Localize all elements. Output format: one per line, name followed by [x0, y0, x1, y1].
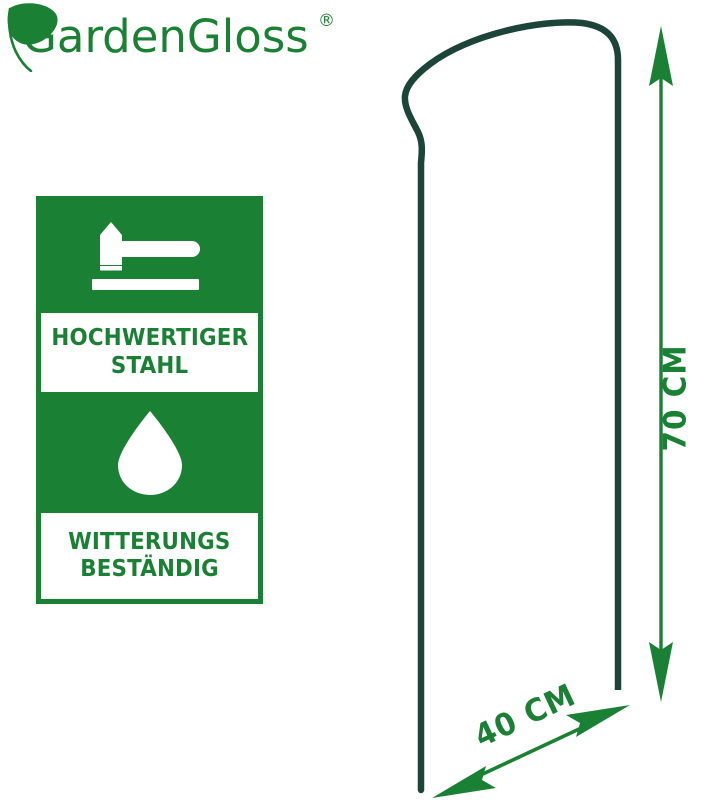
leaf-icon: [7, 3, 58, 72]
height-dimension-arrow: [630, 0, 720, 804]
plant-support-rod: [390, 0, 650, 804]
feature-weather-line1: WITTERUNGS: [68, 528, 231, 555]
feature-weather-line2: BESTÄNDIG: [80, 556, 219, 582]
feature-steel-line1: HOCHWERTIGER: [51, 325, 248, 352]
brand-logo: GardenGloss ®: [0, 0, 350, 72]
feature-label-steel: HOCHWERTIGER STAHL: [41, 313, 258, 392]
feature-label-weather: WITTERUNGS BESTÄNDIG: [41, 513, 258, 599]
feature-steel-line2: STAHL: [110, 352, 189, 379]
hammer-icon: [36, 196, 263, 313]
feature-badge-panel: HOCHWERTIGER STAHL WITTERUNGS BESTÄNDIG: [36, 196, 263, 604]
width-dimension-arrow: [410, 680, 650, 804]
trademark-symbol: ®: [318, 11, 335, 31]
water-drop-icon: [36, 392, 263, 513]
brand-name-text: GardenGloss: [22, 10, 309, 63]
